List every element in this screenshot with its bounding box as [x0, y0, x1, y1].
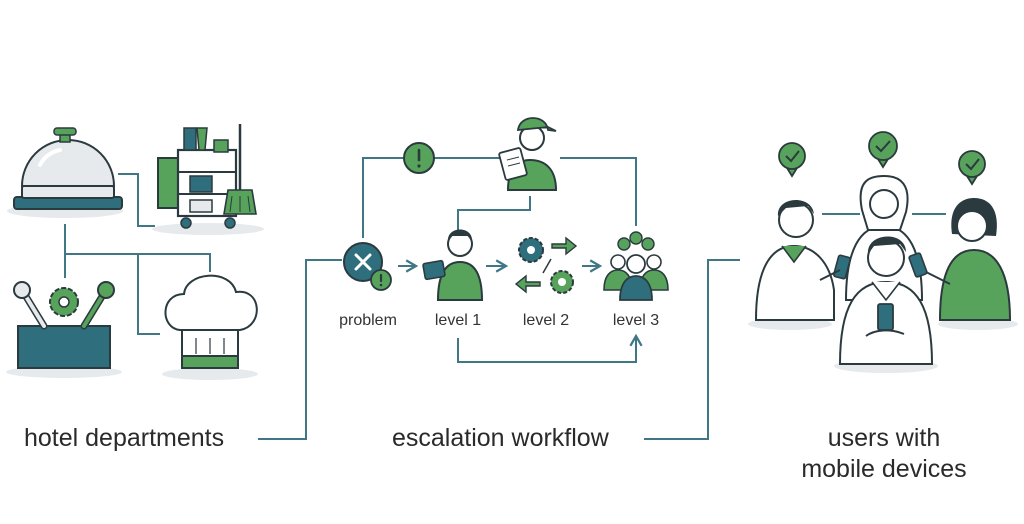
step-level3-label: level 3 — [612, 312, 660, 329]
service-bell-icon — [7, 127, 123, 218]
departments-connector-lines — [64, 173, 211, 335]
housekeeping-cart-icon — [152, 124, 264, 235]
level1-staff-icon — [422, 229, 484, 301]
check-badge-icon — [868, 131, 898, 169]
step-level2-label: level 2 — [522, 312, 570, 329]
level3-team-icon — [603, 231, 669, 301]
section-link-lines — [258, 259, 740, 440]
workflow-lines — [362, 157, 643, 363]
chef-hat-icon — [162, 274, 258, 380]
escalation-workflow-label: escalation workflow — [392, 424, 609, 452]
check-badge-icon — [958, 150, 986, 186]
check-badge-icon — [778, 142, 806, 178]
alert-icon — [403, 142, 435, 174]
user-person-front — [834, 236, 938, 373]
maintenance-toolbox-icon — [6, 281, 122, 378]
supervisor-icon — [498, 117, 558, 191]
step-level1-label: level 1 — [434, 312, 482, 329]
users-label-line1: users with — [827, 424, 941, 452]
users-label-line2: mobile devices — [801, 455, 967, 483]
level2-gears-icon — [514, 236, 578, 294]
hotel-departments-label: hotel departments — [24, 424, 225, 452]
step-problem-label: problem — [339, 312, 397, 329]
user-person-right — [908, 198, 1018, 330]
user-person-left — [748, 199, 851, 330]
problem-icon — [343, 242, 392, 291]
